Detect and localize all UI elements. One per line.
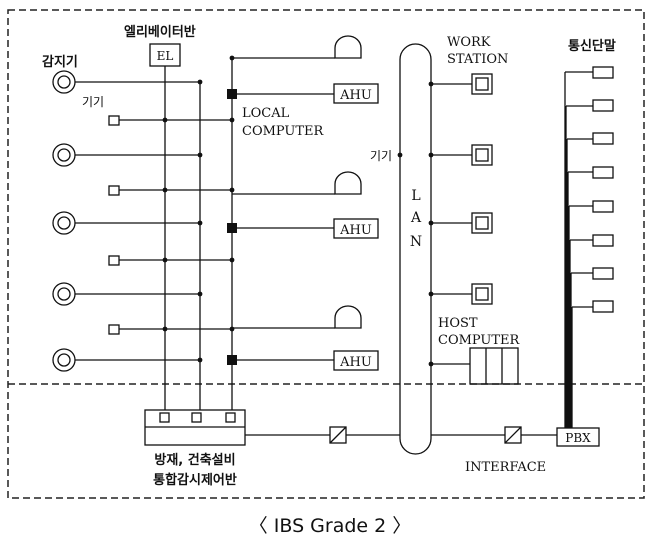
sensor-1: [52, 70, 76, 94]
comm-terminals: [564, 66, 614, 428]
device-label-left: 기기: [82, 95, 104, 109]
dome-sensor-3: [334, 305, 362, 329]
workstation-1: [471, 73, 493, 95]
junction-dots: [162, 55, 434, 367]
device-4: [108, 324, 120, 335]
sensor-3: [52, 211, 76, 235]
workstation-4: [471, 283, 493, 305]
sensor-5: [52, 348, 76, 372]
workstation-3: [471, 212, 493, 234]
workstation-label-2: STATION: [447, 52, 508, 67]
device-label-lan: 기기: [370, 149, 392, 163]
diagram-caption: 〈 IBS Grade 2 〉: [249, 515, 412, 537]
device-1: [108, 115, 120, 126]
device-2: [108, 185, 120, 196]
workstation-label-1: WORK: [447, 35, 491, 50]
host-computer-rack: [469, 347, 519, 385]
el-box: [149, 43, 181, 67]
interface-label: INTERFACE: [465, 460, 546, 475]
ahu-label-3: AHU: [339, 355, 372, 370]
sensor-2: [52, 143, 76, 167]
sensor-4: [52, 282, 76, 306]
lan-letter-n: N: [410, 234, 422, 250]
local-computer-nodes: [227, 89, 237, 365]
lan-letter-l: L: [411, 188, 420, 204]
dome-sensor-1: [334, 35, 362, 59]
sensor-label: 감지기: [42, 55, 78, 70]
lan-capsule: [399, 43, 432, 455]
outer-frame: [7, 9, 645, 499]
host-computer-label-2: COMPUTER: [438, 333, 521, 348]
device-3: [108, 255, 120, 266]
local-computer-label-2: COMPUTER: [242, 124, 325, 139]
pbx-box: [556, 427, 600, 447]
dome-sensor-2: [334, 171, 362, 195]
ahu-label-1: AHU: [339, 88, 372, 103]
el-box-label: EL: [157, 49, 174, 63]
workstation-2: [471, 144, 493, 166]
pbx-label: PBX: [565, 431, 591, 445]
lan-letter-a: A: [410, 210, 422, 226]
host-computer-label-1: HOST: [438, 316, 478, 331]
local-computer-label-1: LOCAL: [242, 106, 290, 121]
comm-terminal-label: 통신단말: [568, 38, 616, 54]
elevator-panel-label: 엘리베이터반: [124, 24, 196, 40]
ahu-label-2: AHU: [339, 223, 372, 238]
control-panel-label-2: 통합감시제어반: [153, 472, 237, 488]
control-panel-label-1: 방재, 건축설비: [154, 452, 235, 468]
